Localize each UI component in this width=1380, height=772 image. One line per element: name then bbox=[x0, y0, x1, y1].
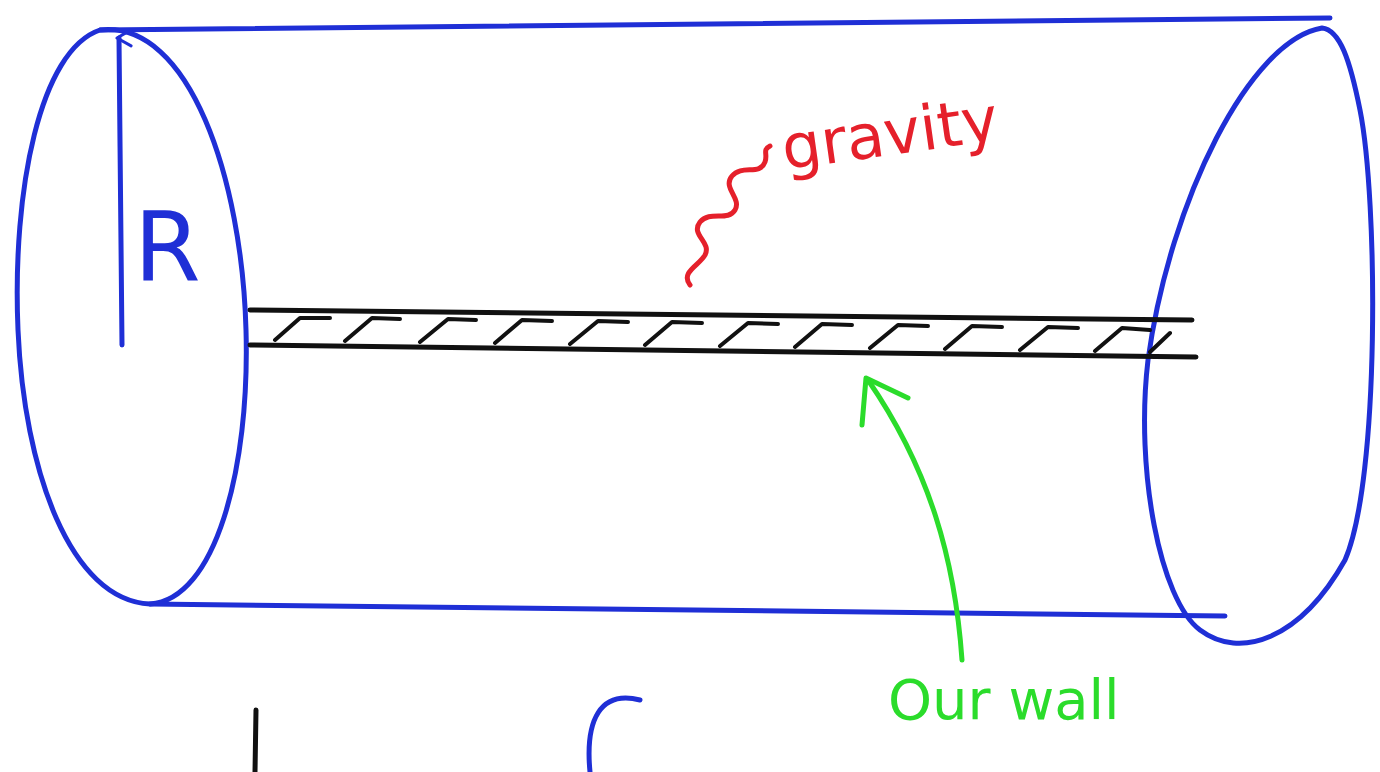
callout-label: Our wall bbox=[888, 672, 1120, 728]
cylinder-top-edge bbox=[100, 18, 1330, 30]
gravity-squiggle bbox=[687, 146, 770, 285]
radius-label: R bbox=[134, 200, 201, 296]
left-end-ellipse bbox=[17, 30, 246, 604]
radius-arrow bbox=[119, 38, 122, 345]
wall-hatching bbox=[275, 318, 1170, 352]
callout-arrowhead bbox=[862, 378, 908, 425]
force-label: gravity bbox=[778, 88, 1002, 180]
cylinder-bottom-edge bbox=[150, 604, 1225, 616]
cut-off-mark bbox=[255, 710, 256, 772]
right-end-ellipse bbox=[1145, 28, 1373, 643]
cut-off-mark bbox=[589, 698, 640, 772]
wall-bottom-face bbox=[250, 345, 1196, 357]
callout-arrow bbox=[868, 380, 962, 660]
